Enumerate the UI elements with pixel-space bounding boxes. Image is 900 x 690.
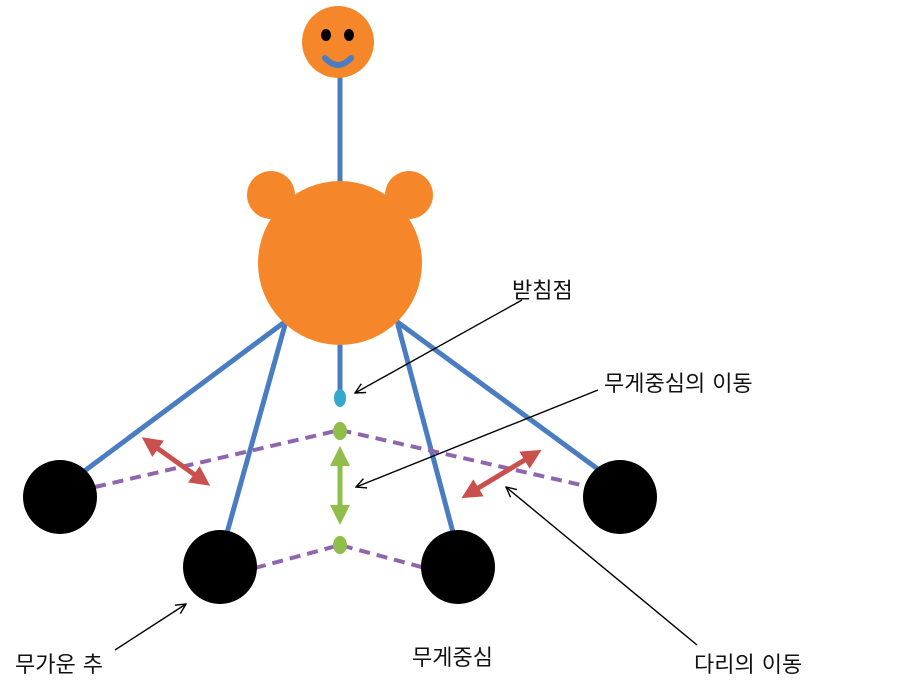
center-of-gravity-label: 무게중심: [412, 646, 493, 671]
rod-inner-left: [222, 322, 288, 543]
lower-cog-marker: [333, 536, 347, 554]
head: [302, 6, 374, 78]
fulcrum-pointer: [355, 299, 523, 393]
leg-movement-pointer: [506, 487, 698, 646]
rods: [72, 72, 613, 543]
weights: [23, 460, 657, 604]
heavy-weight-label: 무가운 추: [15, 653, 103, 678]
rod-inner-right: [395, 322, 458, 543]
weight-inner-right: [421, 530, 495, 604]
cog-shift-pointer: [356, 389, 599, 487]
rod-outer-left: [72, 315, 293, 481]
right-leg-movement-arrow: [461, 449, 542, 499]
body-circle: [258, 181, 422, 345]
pointer-arrows: [114, 299, 698, 651]
mouth-icon: [322, 55, 354, 68]
heavy-weight-pointer: [114, 604, 186, 651]
fulcrum-label: 받침점: [512, 279, 573, 304]
weight-outer-left: [23, 460, 97, 534]
weight-outer-right: [583, 460, 657, 534]
lower-dashed-line: [254, 542, 426, 570]
weight-inner-left: [183, 530, 257, 604]
fulcrum-marker: [334, 389, 346, 407]
bear-body: [247, 171, 433, 345]
head-circle: [302, 6, 374, 78]
rod-outer-right: [389, 315, 613, 481]
leg-movement-label: 다리의 이동: [694, 653, 803, 678]
left-leg-movement-arrow: [141, 437, 211, 486]
upper-cog-marker: [333, 422, 347, 440]
left-eye-icon: [321, 29, 331, 41]
cog-shift-label: 무게중심의 이동: [604, 372, 753, 397]
right-eye-icon: [344, 29, 354, 41]
